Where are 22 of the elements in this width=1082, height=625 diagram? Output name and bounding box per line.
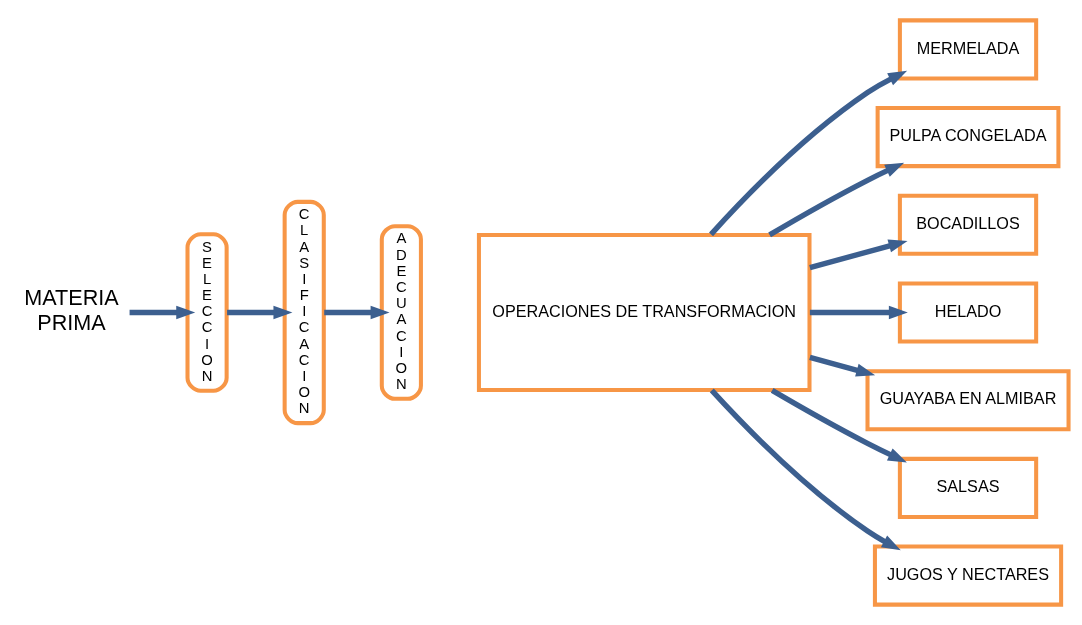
node-box: PULPA CONGELADA — [875, 106, 1061, 169]
arrow — [709, 70, 908, 237]
arrow — [324, 305, 390, 320]
node-box: SELECCION — [185, 232, 229, 393]
arrow — [768, 162, 905, 238]
arrow — [129, 305, 196, 320]
arrow — [709, 388, 901, 551]
node-box: MERMELADA — [897, 18, 1039, 81]
node-box: OPERACIONES DE TRANSFORMACION — [476, 232, 812, 393]
node-text: MATERIA PRIMA — [24, 285, 119, 335]
arrow — [770, 388, 907, 463]
node-box: CLASIFICACION — [282, 199, 326, 426]
arrow — [809, 239, 908, 271]
node-box: JUGOS Y NECTARES — [872, 544, 1064, 607]
node-box: GUAYABA EN ALMIBAR — [865, 369, 1071, 432]
arrow — [809, 354, 876, 377]
node-box: ADECUACION — [379, 224, 423, 401]
arrow — [809, 305, 908, 320]
node-box: BOCADILLOS — [897, 193, 1039, 256]
node-box: SALSAS — [897, 456, 1039, 519]
node-box: HELADO — [897, 281, 1039, 344]
arrow — [227, 305, 293, 320]
